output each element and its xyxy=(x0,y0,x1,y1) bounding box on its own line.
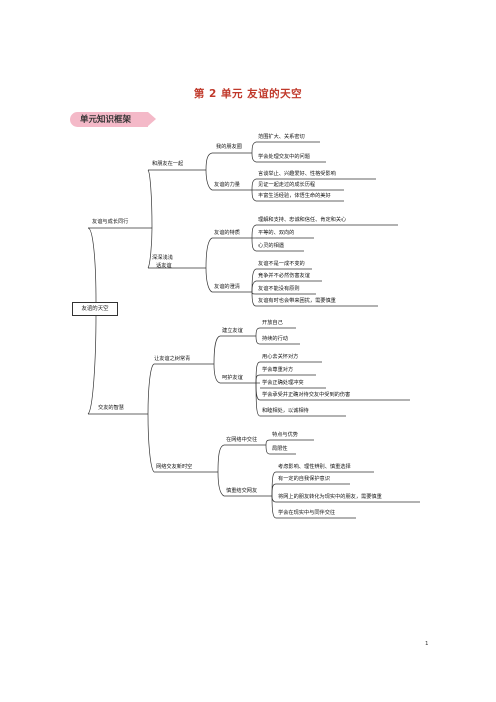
page-number: 1 xyxy=(425,641,429,647)
leaf: 有一定的自我保护意识 xyxy=(278,476,330,482)
node-friendship-traits: 友谊的特质 xyxy=(214,230,240,236)
leaf: 学会承受并正确对待交友中受到的伤害 xyxy=(262,392,351,398)
page-title: 第 2 单元 友谊的天空 xyxy=(193,88,303,100)
leaf: 考虑影响、理性辨别、慎重选择 xyxy=(278,464,351,470)
leaf: 开放自己 xyxy=(262,320,283,326)
node-friendship-clarify: 友谊的澄清 xyxy=(214,284,240,290)
branch-friendship-wisdom: 交友的智慧 xyxy=(98,405,124,411)
leaf: 见证一起走过的成长历程 xyxy=(258,182,316,188)
leaf: 将网上的朋友转化为现实中的朋友，需要慎重 xyxy=(278,494,382,500)
leaf: 和睦相处，以诚相待 xyxy=(262,408,309,414)
branch-friendship-growth: 友谊与成长同行 xyxy=(92,219,129,225)
node-evergreen-friendship: 让友谊之树常青 xyxy=(154,356,191,362)
leaf: 友谊有时也会带来困扰，需要慎重 xyxy=(258,298,336,304)
leaf: 用心去关怀对方 xyxy=(262,354,299,360)
node-cherish-friendship: 呵护友谊 xyxy=(222,375,243,381)
node-with-friends: 和朋友在一起 xyxy=(152,161,184,167)
leaf: 友谊不是一成不变的 xyxy=(258,261,305,267)
leaf: 理解和支持、忠诚和信任、肯定和关心 xyxy=(258,217,347,223)
leaf: 竞争并不必然伤害友谊 xyxy=(258,273,310,279)
node-careful-online-friends: 慎重结交网友 xyxy=(226,488,258,494)
leaf: 平等的、双向的 xyxy=(258,230,295,236)
leaf: 局限性 xyxy=(272,446,288,452)
leaf: 特点与优势 xyxy=(272,432,298,438)
leaf: 丰富生活经验，体悟生命的美好 xyxy=(258,193,331,199)
node-friend-circle: 我的朋友圈 xyxy=(216,144,242,150)
node-talk-friendship-l1: 深深浅浅 xyxy=(152,255,173,261)
node-build-friendship: 建立友谊 xyxy=(222,328,243,334)
leaf: 学会尊重对方 xyxy=(262,367,294,373)
leaf: 心灵的相遇 xyxy=(258,243,284,249)
section-banner: 单元知识框架 xyxy=(70,112,156,127)
leaf: 学会正确处理冲突 xyxy=(262,380,304,386)
node-online-interaction: 在网络中交往 xyxy=(226,437,258,443)
node-power-of-friendship: 友谊的力量 xyxy=(214,182,240,188)
leaf: 友谊不能没有原则 xyxy=(258,286,300,292)
leaf: 言谈举止、兴趣爱好、性格受影响 xyxy=(258,171,336,177)
leaf: 持续的行动 xyxy=(262,336,288,342)
root-node: 友谊的天空 xyxy=(72,302,118,316)
node-online-friendship: 网络交友新时空 xyxy=(156,464,193,470)
section-label: 单元知识框架 xyxy=(80,115,132,125)
leaf: 学会在现实中与同伴交往 xyxy=(278,510,336,516)
leaf: 范围扩大、关系密切 xyxy=(258,134,305,140)
node-talk-friendship-l2: 话友谊 xyxy=(156,263,172,269)
leaf: 学会处理交友中的问题 xyxy=(258,154,310,160)
